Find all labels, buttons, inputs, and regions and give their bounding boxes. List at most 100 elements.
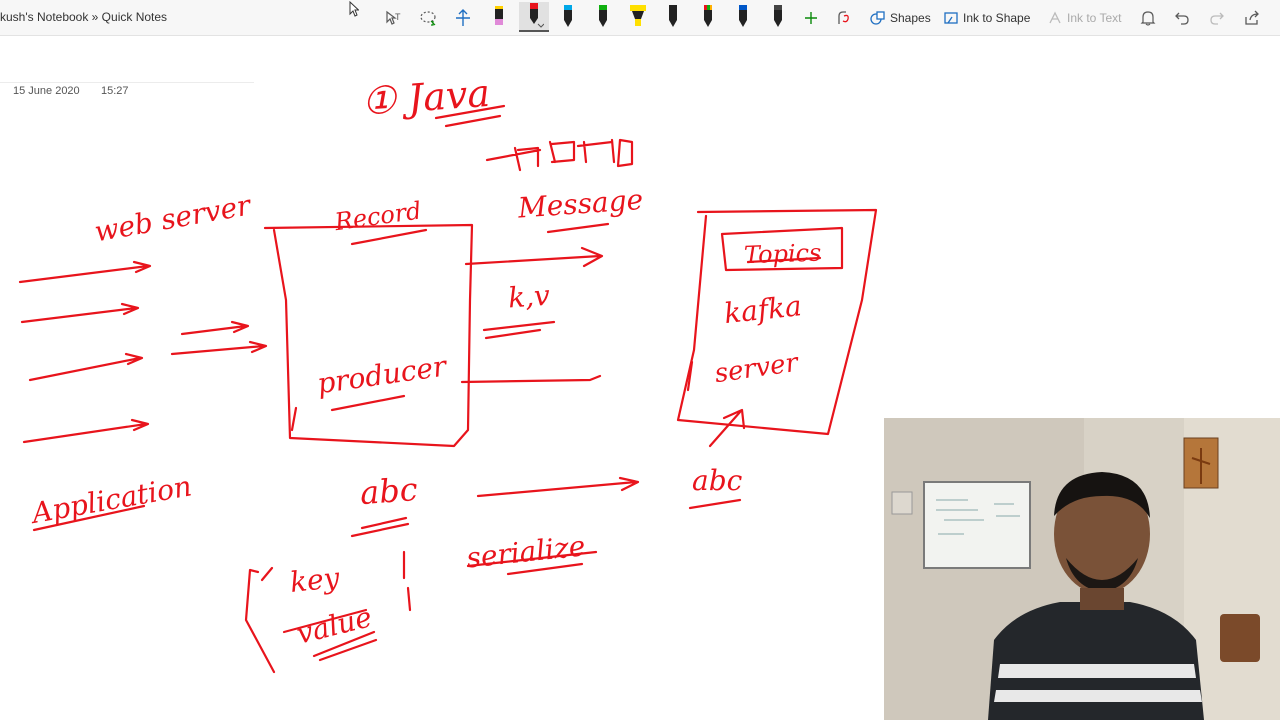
value-divider [282,608,368,634]
ink-server: server [713,348,802,390]
share-button[interactable] [1239,4,1265,32]
redo-button[interactable] [1204,4,1230,32]
kv-arrow [464,246,604,268]
pen-black[interactable] [660,4,686,32]
undo-icon [1175,12,1189,25]
key-value-bracket [244,568,276,674]
ink-abc-right: abc [692,464,743,497]
pen-icon [669,5,677,27]
kv-underline [482,320,556,340]
ink-to-shape-label: Ink to Shape [963,11,1031,25]
producer-underline [330,394,406,412]
request-arrow-2 [20,302,140,324]
abc-left-underline [350,516,410,538]
ribbon-toolbar: kush's Notebook » Quick Notes T [0,0,1280,36]
cursor-icon [346,0,362,18]
ink-message: Message [516,183,644,225]
topics-underline [746,256,822,264]
pen-icon [774,5,782,27]
producer-out-line [460,374,602,384]
ink-serializer: serialize [465,529,587,574]
ink-java: ① Java [360,71,491,124]
pen-icon [599,5,607,27]
serialize-arrow [476,476,640,498]
kafka-server-box [676,208,878,436]
page-title-rule [0,82,254,83]
ink-abc-left: abc [359,470,419,512]
ink-key: key [288,561,342,599]
record-underline [350,228,428,246]
bell-icon [1140,11,1156,26]
type-select-tool[interactable]: T [380,4,406,32]
message-underline [546,222,610,234]
breadcrumb[interactable]: kush's Notebook » Quick Notes [0,10,168,24]
pen-icon [739,5,747,27]
request-arrow-3 [28,352,144,382]
webcam-overlay [884,418,1280,720]
page-time: 15:27 [101,85,129,97]
shapes-button[interactable]: Shapes [870,8,931,28]
ink-record: Record [332,196,423,236]
ink-value: value [293,600,375,650]
lasso-select-icon [420,11,436,26]
ink-web-server: web server [92,188,254,248]
pen-cyan[interactable] [555,4,581,32]
pen-icon [564,5,572,27]
value-underline [312,630,378,662]
message-glyph-strokes [485,138,634,172]
ink-to-shape-icon [944,12,958,24]
instructor-video-frame [884,418,1280,720]
lasso-select-tool[interactable] [415,4,441,32]
add-space-icon [456,9,470,26]
page-date: 15 June 2020 [13,85,80,97]
pen-red-selected[interactable] [519,2,549,32]
ink-replay-icon [838,11,849,24]
application-underline [32,504,146,532]
shapes-icon [870,11,885,25]
producer-box-inner-left [290,406,298,432]
ink-kafka: kafka [722,289,803,330]
pen-green[interactable] [590,4,616,32]
notifications-button[interactable] [1135,4,1161,32]
producer-box [263,223,474,448]
pen-icon [530,3,544,28]
server-left-tick [686,360,694,392]
request-arrow-4 [22,418,150,444]
add-pen-icon [805,12,817,24]
type-select-icon: T [386,10,401,25]
input-arrow-a [180,320,250,336]
redo-icon [1210,12,1224,25]
key-value-bracket-tick [260,566,274,582]
topics-box [720,226,844,272]
share-icon [1245,10,1259,25]
ink-to-text-button[interactable]: Ink to Text [1047,8,1121,28]
ink-topics: Topics [743,239,821,270]
ink-to-text-label: Ink to Text [1067,11,1122,25]
svg-text:T: T [395,12,401,22]
ink-application: Application [26,469,194,530]
highlighter-pink[interactable] [486,4,512,32]
ink-replay-button[interactable] [831,4,857,32]
highlighter-icon [630,5,646,26]
abc-right-underline [688,498,742,510]
ink-producer: producer [315,349,450,400]
shapes-label: Shapes [890,11,931,25]
highlighter-yellow[interactable] [625,4,651,32]
pen-multicolor[interactable] [695,4,721,32]
add-pen-button[interactable] [798,4,824,32]
ink-kv: k,v [507,279,551,315]
server-up-arrow [708,408,746,448]
pen-dark[interactable] [765,4,791,32]
input-arrow-b [170,340,268,356]
ink-to-text-icon [1049,11,1061,24]
highlighter-icon [495,6,503,25]
add-space-tool[interactable] [450,4,476,32]
vertical-tick-b [406,586,412,612]
ink-to-shape-button[interactable]: Ink to Shape [943,8,1030,28]
page-canvas[interactable]: 15 June 2020 15:27 [0,37,1280,720]
pen-blue-black[interactable] [730,4,756,32]
undo-button[interactable] [1169,4,1195,32]
java-underline [434,104,506,128]
pen-icon [704,5,712,27]
